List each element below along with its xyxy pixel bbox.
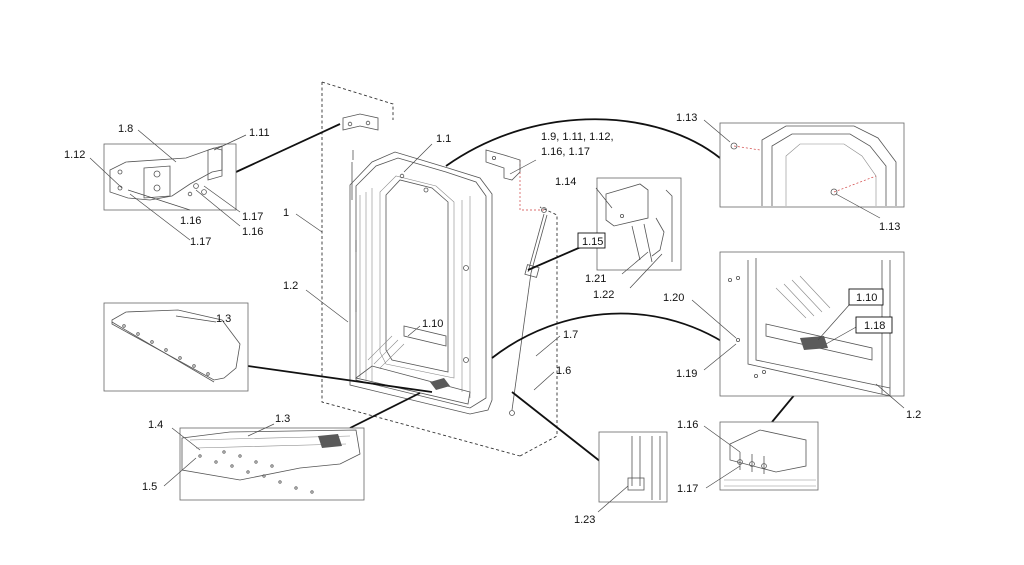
top-right-hinge-bracket <box>485 149 521 181</box>
callout-1-19: 1.19 <box>676 368 697 380</box>
callout-1-16: 1.16 <box>180 215 201 227</box>
callout-1-4: 1.4 <box>148 419 163 431</box>
callout-1: 1 <box>283 207 289 219</box>
callout-1-11: 1.11 <box>249 127 270 139</box>
callout-1-1: 1.1 <box>436 133 451 145</box>
detail-frame-corner <box>719 122 905 208</box>
callout-1-10: 1.10 <box>856 292 877 304</box>
callout-1-3-second: 1.3 <box>275 413 290 425</box>
callout-1-21: 1.21 <box>585 273 606 285</box>
callout-box-1-15 <box>577 232 606 249</box>
callout-1-2: 1.2 <box>906 409 921 421</box>
callout-box-1-18 <box>855 316 893 334</box>
callout-1-23: 1.23 <box>574 514 595 526</box>
callout-1-9-group-line2: 1.16, 1.17 <box>541 146 590 158</box>
callouts: 1.8 1.11 1.12 1.16 1.17 1.16 1.17 1 1.1 … <box>64 112 921 526</box>
callout-1-5: 1.5 <box>142 481 157 493</box>
gas-strut <box>509 160 548 416</box>
callout-1-2-second: 1.2 <box>283 280 298 292</box>
callout-1-7: 1.7 <box>563 329 578 341</box>
callout-1-17-second: 1.17 <box>190 236 211 248</box>
callout-1-9-group-line1: 1.9, 1.11, 1.12, <box>541 131 614 143</box>
callout-1-15: 1.15 <box>582 236 603 248</box>
callout-1-16-third: 1.16 <box>677 419 698 431</box>
callout-1-22: 1.22 <box>593 289 614 301</box>
detail-strut-mount <box>596 177 682 271</box>
main-assembly-outline <box>321 81 558 457</box>
callout-box-1-10 <box>848 288 884 306</box>
callout-1-13: 1.13 <box>676 112 697 124</box>
detail-seal-strip <box>103 302 249 392</box>
callout-1-16-second: 1.16 <box>242 226 263 238</box>
callout-1-12: 1.12 <box>64 149 85 161</box>
callout-1-18: 1.18 <box>864 320 885 332</box>
callout-1-8: 1.8 <box>118 123 133 135</box>
door-frame <box>349 151 493 415</box>
callout-1-3: 1.3 <box>216 313 231 325</box>
callout-1-6: 1.6 <box>556 365 571 377</box>
callout-1-13-second: 1.13 <box>879 221 900 233</box>
callout-1-14: 1.14 <box>555 176 576 188</box>
leader-lines <box>89 119 905 513</box>
detail-strut-end <box>598 431 668 503</box>
top-left-hinge-bracket <box>342 113 379 200</box>
detail-lower-hinge <box>719 421 819 491</box>
callout-1-20: 1.20 <box>663 292 684 304</box>
callout-1-17: 1.17 <box>242 211 263 223</box>
detail-hinge-bracket <box>103 143 237 211</box>
callout-1-10-second: 1.10 <box>422 318 443 330</box>
detail-bottom-sill <box>179 427 365 501</box>
callout-1-17-third: 1.17 <box>677 483 698 495</box>
